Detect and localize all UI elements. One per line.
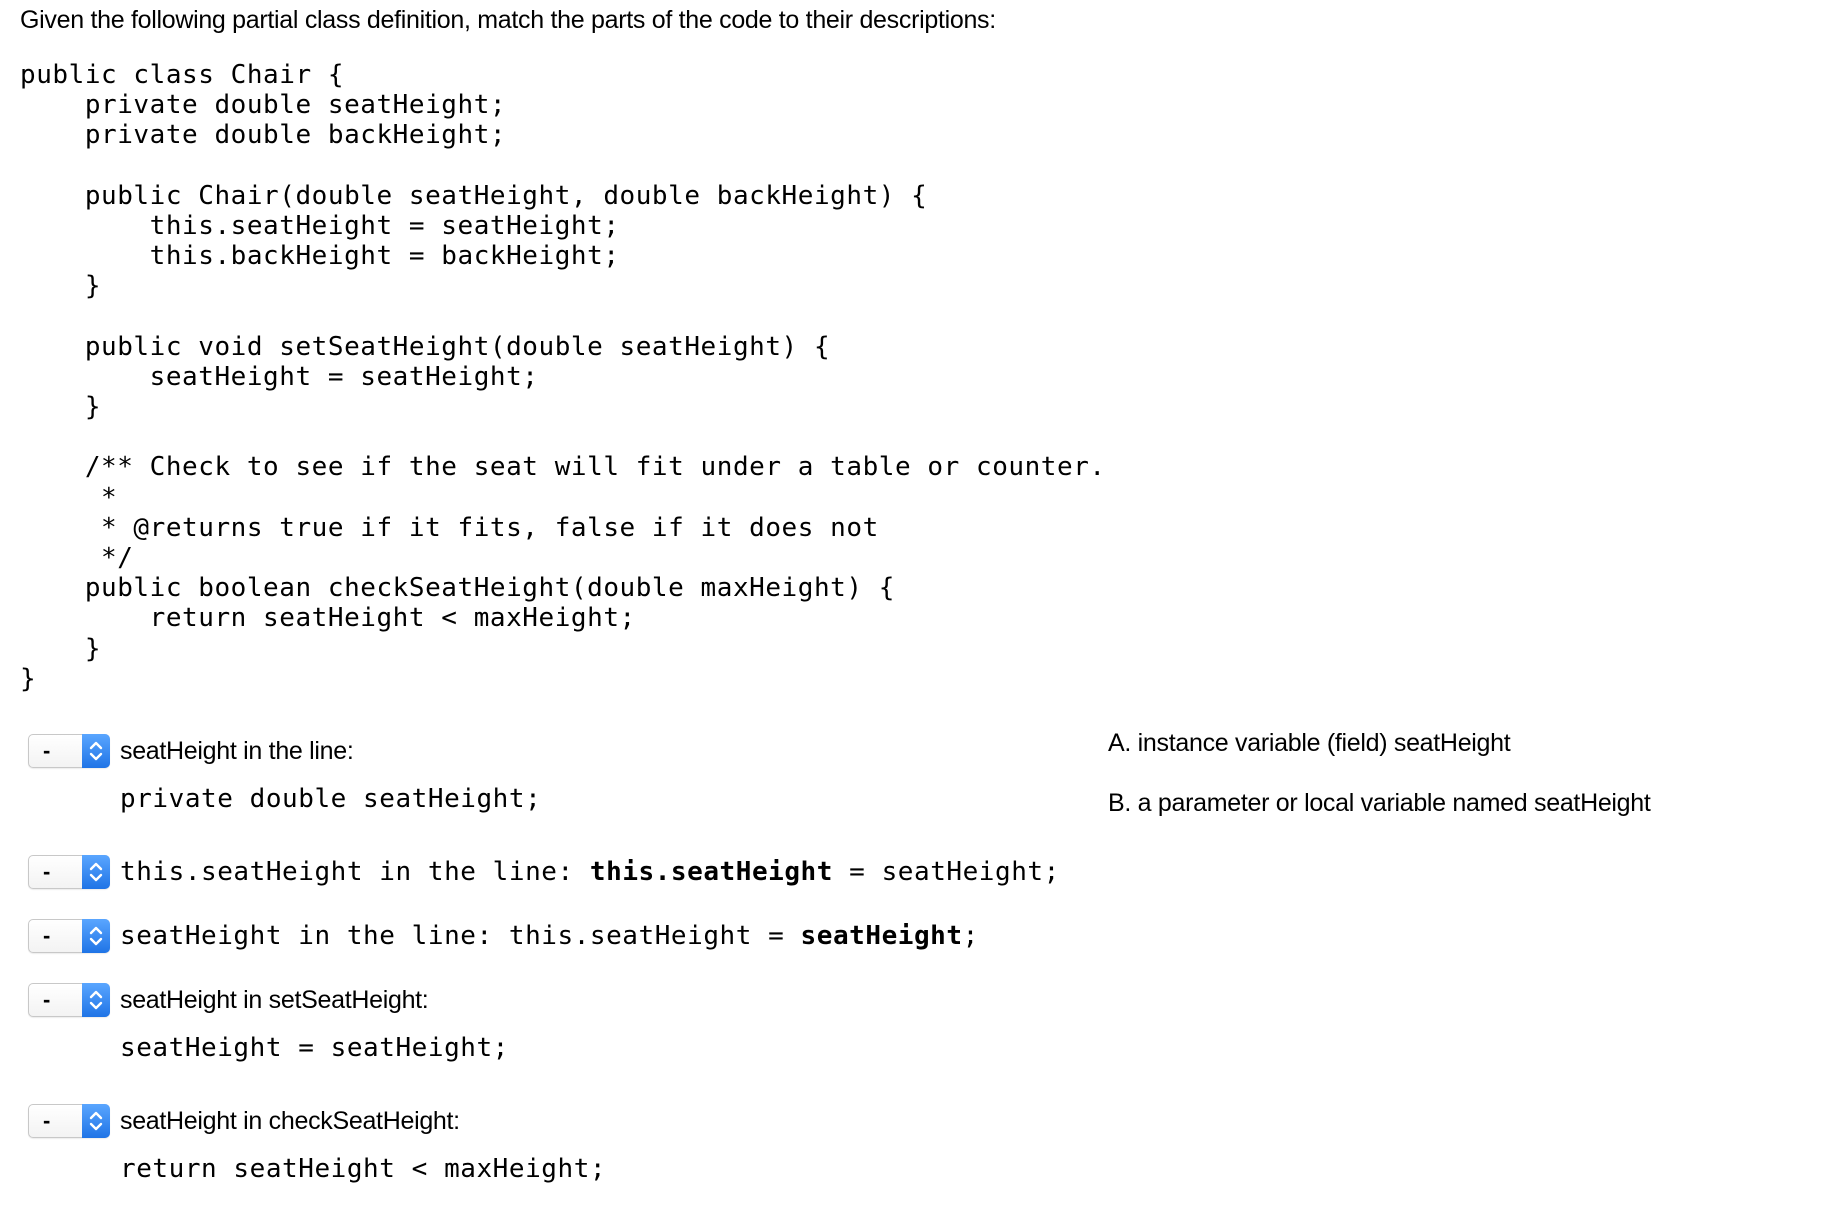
code-line: public class Chair {: [20, 60, 345, 90]
code-line: this.seatHeight = seatHeight;: [20, 210, 620, 241]
match-label-3: seatHeight in the line: this.seatHeight …: [120, 921, 979, 951]
match-row-5: - seatHeight in checkSeatHeight:: [28, 1104, 460, 1138]
label-text: = seatHeight;: [832, 857, 1060, 887]
match-row-3: - seatHeight in the line: this.seatHeigh…: [28, 919, 979, 953]
question-text: Given the following partial class defini…: [20, 6, 996, 34]
code-line: }: [20, 633, 102, 664]
up-down-chevron-icon[interactable]: [82, 1104, 110, 1138]
select-value: -: [43, 923, 51, 948]
code-line: seatHeight = seatHeight;: [20, 361, 539, 392]
match-label-4: seatHeight in setSeatHeight:: [120, 985, 429, 1014]
up-down-chevron-icon[interactable]: [82, 855, 110, 889]
match-select-2[interactable]: -: [28, 855, 110, 889]
up-down-chevron-icon[interactable]: [82, 734, 110, 768]
select-value: -: [43, 1108, 51, 1133]
match-row-2: - this.seatHeight in the line: this.seat…: [28, 855, 1060, 889]
match-row-1: - seatHeight in the line:: [28, 734, 354, 768]
code-line: public Chair(double seatHeight, double b…: [20, 180, 928, 211]
code-line: * @returns true if it fits, false if it …: [20, 512, 879, 543]
match-code-5: return seatHeight < maxHeight;: [120, 1154, 607, 1184]
code-line: [20, 302, 1106, 332]
code-line: return seatHeight < maxHeight;: [20, 603, 636, 634]
label-text: ;: [962, 921, 979, 951]
answer-option-a: A. instance variable (field) seatHeight: [1108, 729, 1511, 757]
match-label-1: seatHeight in the line:: [120, 736, 354, 765]
select-value: -: [43, 738, 51, 763]
code-line: public boolean checkSeatHeight(double ma…: [20, 573, 895, 604]
label-highlight: seatHeight: [800, 921, 963, 951]
code-line: /** Check to see if the seat will fit un…: [20, 452, 1106, 483]
select-value: -: [43, 987, 51, 1012]
up-down-chevron-icon[interactable]: [82, 983, 110, 1017]
class-code-block: public class Chair { private double seat…: [20, 60, 1106, 694]
match-label-5: seatHeight in checkSeatHeight:: [120, 1106, 460, 1135]
match-select-4[interactable]: -: [28, 983, 110, 1017]
select-value: -: [43, 859, 51, 884]
code-line: this.backHeight = backHeight;: [20, 241, 620, 272]
answer-option-b: B. a parameter or local variable named s…: [1108, 789, 1651, 817]
code-line: */: [20, 543, 134, 573]
code-line: public void setSeatHeight(double seatHei…: [20, 331, 831, 362]
up-down-chevron-icon[interactable]: [82, 919, 110, 953]
match-code-4: seatHeight = seatHeight;: [120, 1033, 509, 1063]
match-select-3[interactable]: -: [28, 919, 110, 953]
code-line: }: [20, 392, 102, 423]
label-text: this.seatHeight in the line:: [120, 857, 590, 887]
match-row-4: - seatHeight in setSeatHeight:: [28, 983, 429, 1017]
code-line: [20, 422, 1106, 452]
label-highlight: this.seatHeight: [589, 857, 833, 887]
code-line: private double backHeight;: [20, 120, 507, 151]
code-line: [20, 151, 1106, 181]
code-line: }: [20, 663, 37, 694]
match-select-5[interactable]: -: [28, 1104, 110, 1138]
code-line: }: [20, 271, 102, 302]
match-label-2: this.seatHeight in the line: this.seatHe…: [120, 857, 1060, 887]
code-line: *: [20, 482, 118, 513]
code-line: private double seatHeight;: [20, 90, 507, 121]
match-select-1[interactable]: -: [28, 734, 110, 768]
match-code-1: private double seatHeight;: [120, 784, 542, 814]
label-text: seatHeight in the line: this.seatHeight …: [120, 921, 801, 951]
